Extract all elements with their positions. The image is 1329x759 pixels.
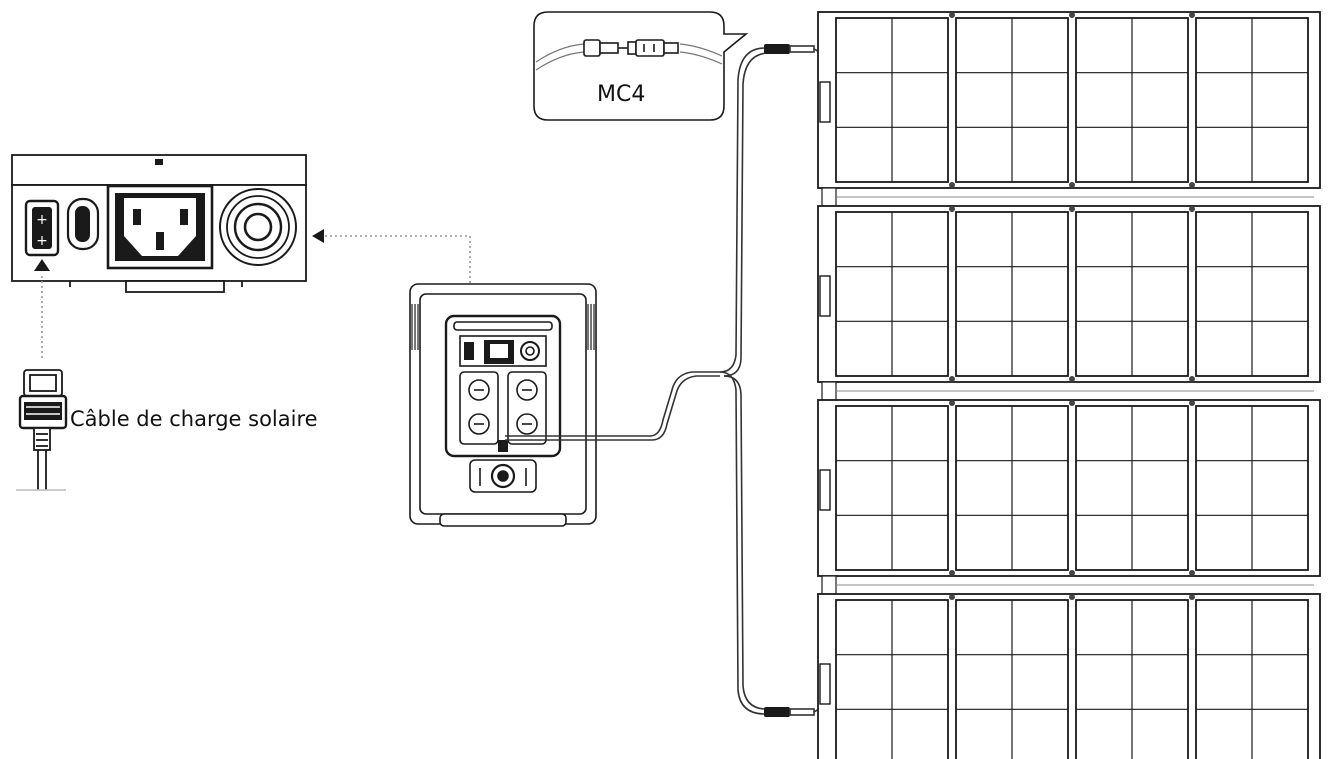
solar-input-port: + +: [24, 199, 60, 257]
grommet: [1189, 594, 1195, 600]
junction-box: [819, 663, 831, 705]
panel-hinge: [821, 187, 837, 207]
grommet: [1069, 376, 1075, 382]
round-port: [219, 188, 297, 266]
triangle-arrow-icon: [34, 259, 50, 271]
grommet: [949, 400, 955, 406]
grommet: [1189, 400, 1195, 406]
panel-hinge: [821, 381, 837, 401]
grommet: [1189, 12, 1195, 18]
grommet: [1189, 376, 1195, 382]
triangle-arrow-icon: [312, 229, 324, 243]
cable-label: Câble de charge solaire: [70, 407, 318, 431]
junction-box: [819, 275, 831, 317]
mc4-connector-icon: [583, 39, 679, 57]
grommet: [1069, 12, 1075, 18]
grommet: [1069, 182, 1075, 188]
grommet: [1069, 206, 1075, 212]
junction-box: [819, 81, 831, 123]
ac-inlet-port: [106, 184, 214, 270]
power-switch: [66, 197, 100, 251]
grommet: [949, 570, 955, 576]
power-station: [409, 283, 597, 527]
mc4-callout: [533, 11, 749, 121]
rear-port-panel: + +: [11, 154, 307, 293]
grommet: [949, 182, 955, 188]
grommet: [949, 206, 955, 212]
grommet: [1189, 182, 1195, 188]
solar-panel-array: [817, 11, 1321, 759]
grommet: [949, 594, 955, 600]
svg-text:+: +: [36, 233, 48, 249]
panel-hinge: [821, 575, 837, 595]
grommet: [949, 376, 955, 382]
grommet: [1189, 206, 1195, 212]
grommet: [1069, 400, 1075, 406]
grommet: [1069, 570, 1075, 576]
solar-plug-icon: [16, 369, 68, 491]
junction-box: [819, 469, 831, 511]
grommet: [1069, 594, 1075, 600]
mc4-label: MC4: [597, 82, 645, 107]
svg-text:+: +: [36, 212, 48, 228]
grommet: [949, 12, 955, 18]
grommet: [1189, 570, 1195, 576]
